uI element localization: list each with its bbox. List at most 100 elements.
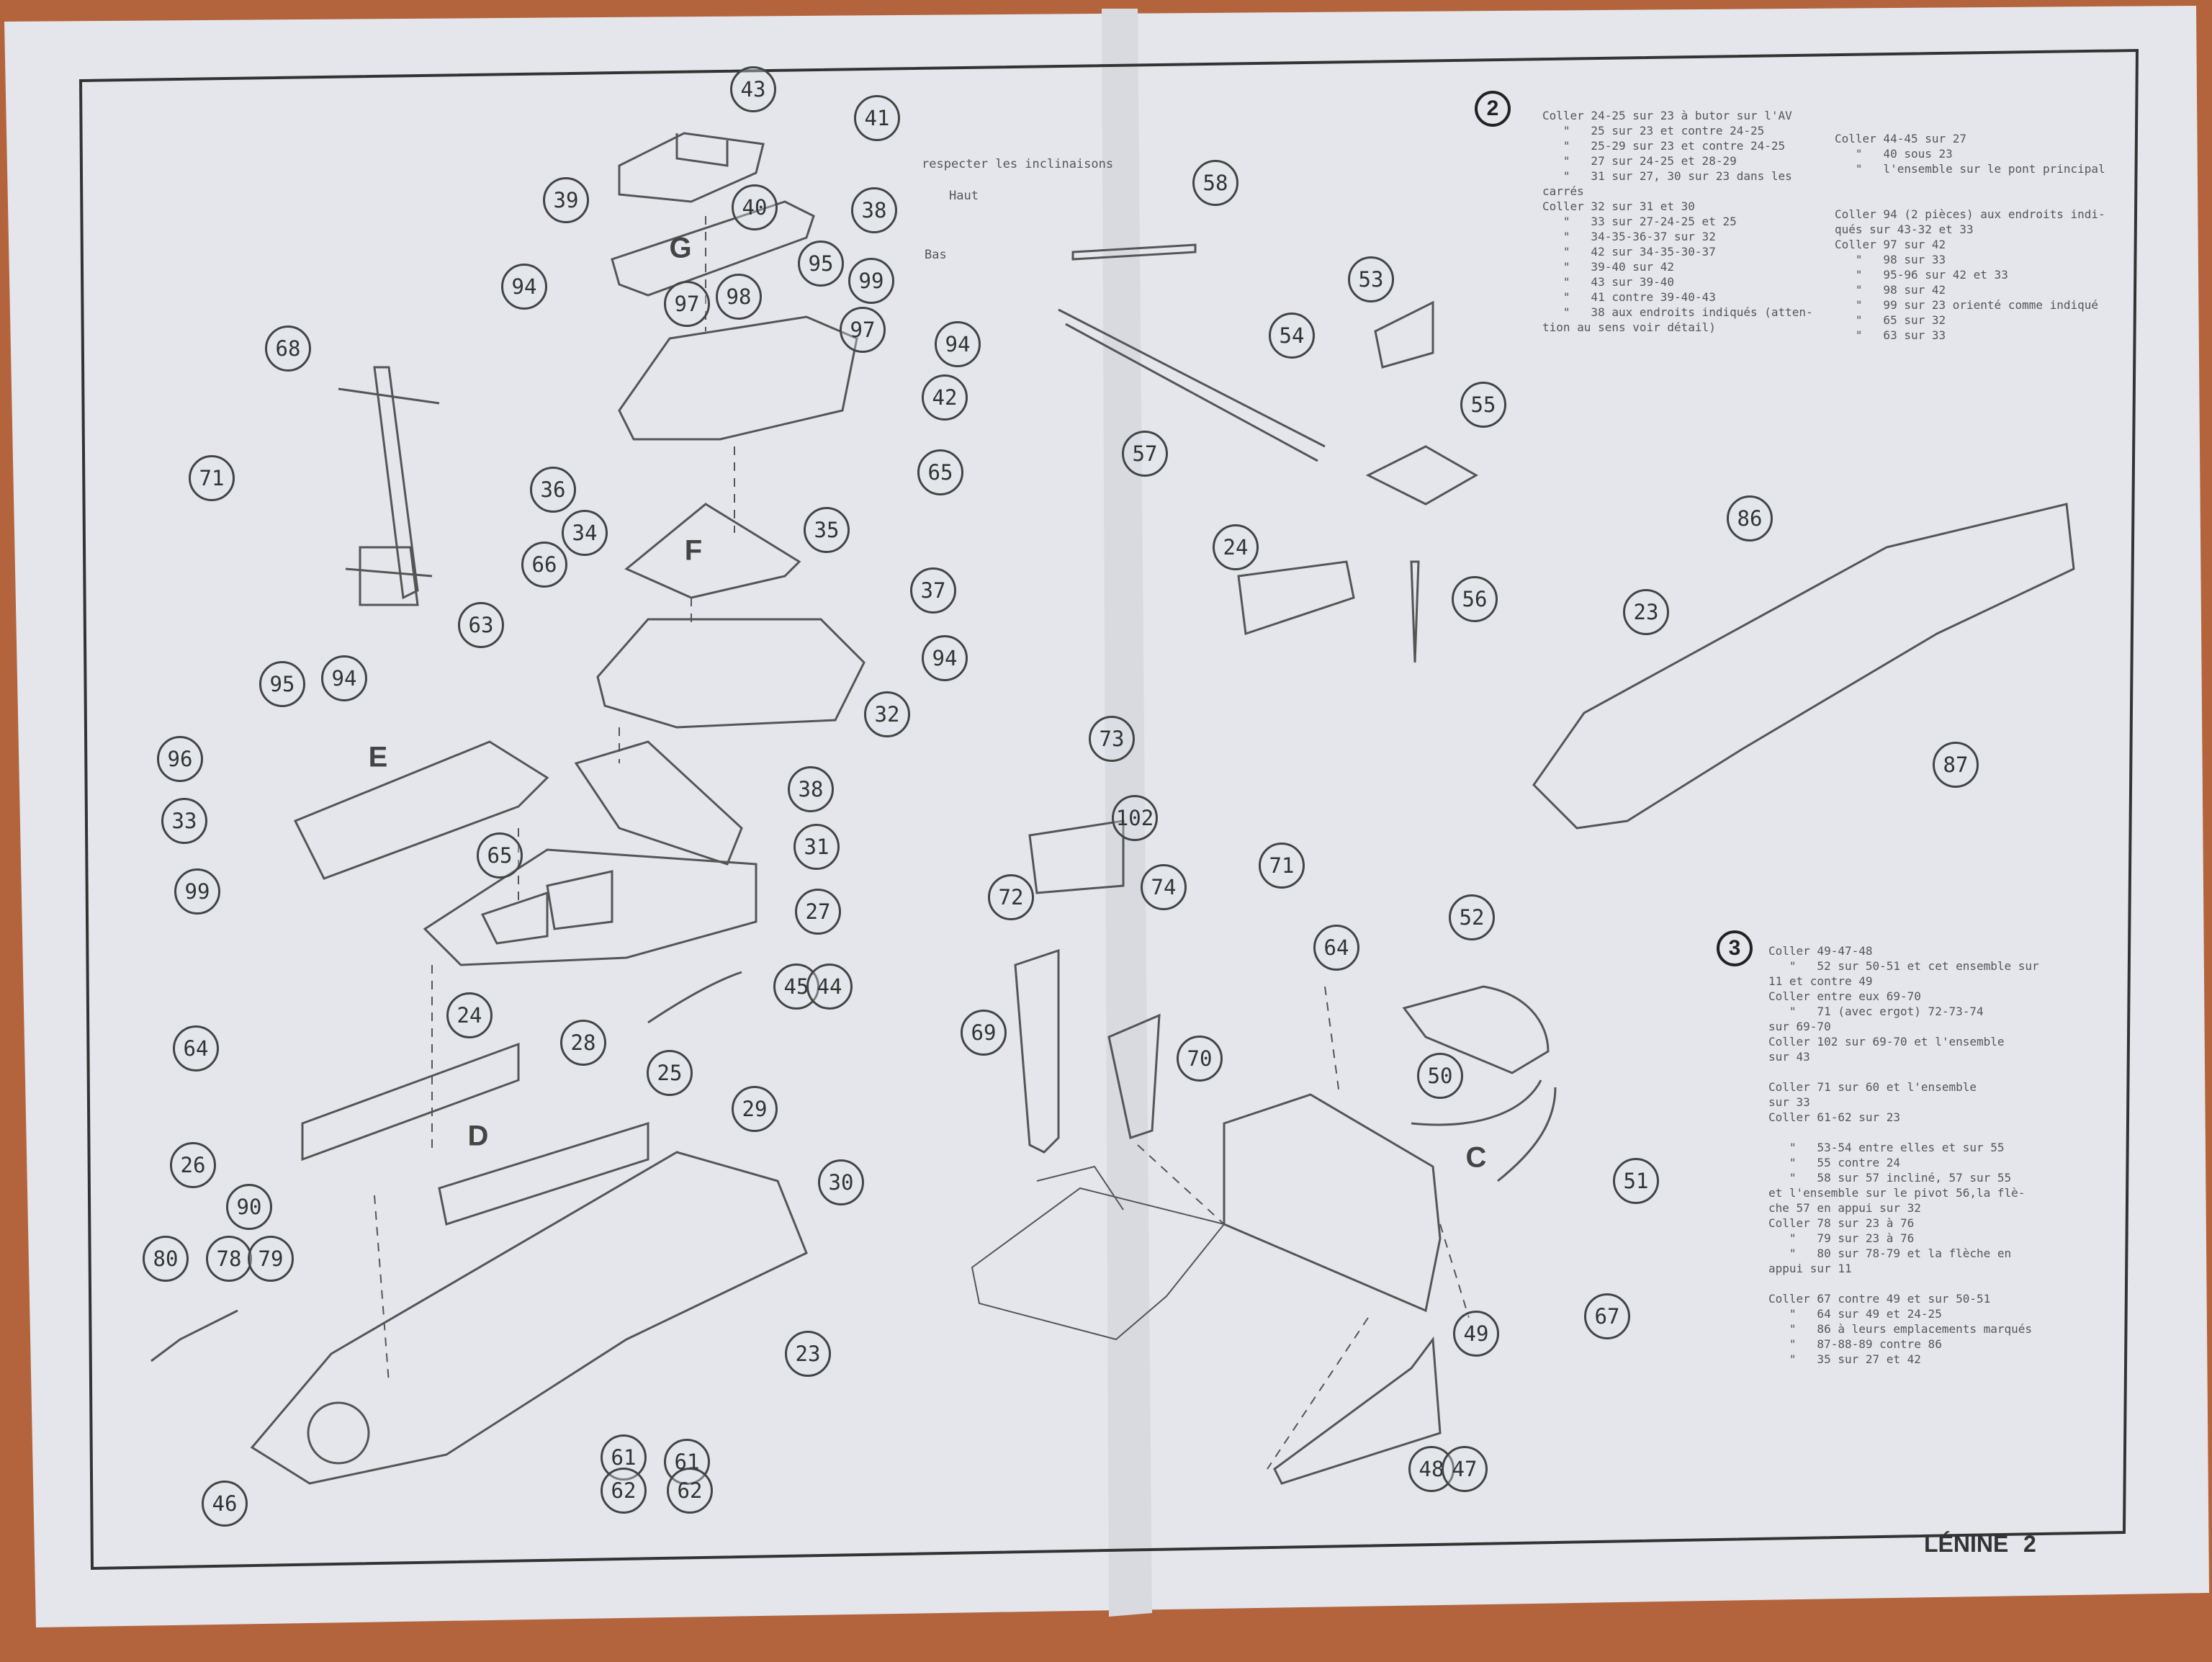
- part-number-65: 65: [917, 449, 963, 495]
- part-51-sketch: [1497, 1087, 1557, 1182]
- part-number-58: 58: [1192, 160, 1238, 206]
- part-number-46: 46: [202, 1481, 248, 1527]
- part-number-71: 71: [189, 455, 235, 501]
- part-number-73: 73: [1089, 716, 1135, 762]
- part-68-sketch: [338, 366, 440, 606]
- part-number-38: 38: [788, 766, 834, 812]
- superstructure-sketch: [971, 1165, 1226, 1341]
- frame-border: [78, 48, 2139, 1571]
- page-title: LÉNINE: [1924, 1531, 2009, 1557]
- part-F-sketch: [624, 503, 801, 599]
- part-number-44: 44: [806, 963, 853, 1010]
- subassembly-letter-F: F: [684, 534, 703, 567]
- subassembly-letter-D: D: [467, 1120, 489, 1152]
- step-2-instructions-right: Coller 44-45 sur 27 " 40 sous 23 " l'ens…: [1835, 132, 2105, 342]
- part-number-79: 79: [248, 1236, 294, 1282]
- part-56-sketch: [1410, 560, 1420, 663]
- subassembly-letter-E: E: [368, 741, 388, 773]
- part-number-53: 53: [1348, 256, 1394, 302]
- part-number-41: 41: [854, 95, 900, 141]
- part-number-49: 49: [1453, 1311, 1499, 1357]
- annotation-top: Haut: [949, 189, 979, 203]
- part-24-right-sketch: [1237, 560, 1355, 636]
- part-number-94: 94: [935, 321, 981, 367]
- part-number-52: 52: [1449, 894, 1495, 940]
- guide-lines-right: [1137, 986, 1470, 1470]
- part-number-99: 99: [174, 868, 220, 915]
- part-number-64: 64: [173, 1025, 219, 1072]
- part-number-47: 47: [1442, 1446, 1488, 1492]
- part-31-sketch: [574, 740, 743, 866]
- part-58-sketch: [1071, 243, 1197, 261]
- part-number-65: 65: [477, 832, 523, 879]
- part-number-62: 62: [667, 1468, 713, 1514]
- part-D-wall2-sketch: [438, 1121, 649, 1226]
- part-102-sketch: [1028, 819, 1125, 894]
- part-number-55: 55: [1460, 382, 1506, 428]
- part-42-sketch: [618, 315, 858, 441]
- subassembly-letter-G: G: [669, 232, 692, 264]
- part-48-sketch: [1273, 1336, 1442, 1485]
- part-number-27: 27: [795, 889, 841, 935]
- part-57-sketch: [1058, 308, 1326, 462]
- part-number-30: 30: [818, 1159, 864, 1205]
- part-number-95: 95: [259, 661, 305, 707]
- page-number: 2: [2023, 1531, 2036, 1557]
- part-number-31: 31: [793, 824, 840, 870]
- part-number-86: 86: [1727, 495, 1773, 542]
- part-number-37: 37: [910, 567, 956, 614]
- part-number-69: 69: [961, 1010, 1007, 1056]
- part-number-51: 51: [1613, 1158, 1659, 1204]
- part-number-67: 67: [1584, 1293, 1630, 1339]
- part-53-sketch: [1374, 300, 1434, 369]
- part-number-97: 97: [840, 307, 886, 353]
- part-number-33: 33: [161, 798, 207, 844]
- part-number-87: 87: [1933, 742, 1979, 788]
- part-G-sketch: [611, 200, 815, 297]
- part-43-sketch: [618, 132, 765, 203]
- part-number-72: 72: [988, 874, 1034, 920]
- part-number-34: 34: [562, 510, 608, 556]
- part-number-57: 57: [1122, 431, 1168, 477]
- part-number-25: 25: [647, 1050, 693, 1096]
- step-number-2: 2: [1475, 91, 1511, 127]
- part-80-sketch: [150, 1309, 238, 1362]
- part-number-94: 94: [321, 655, 367, 701]
- part-number-66: 66: [521, 542, 567, 588]
- subassembly-letter-C: C: [1465, 1141, 1487, 1174]
- part-number-97: 97: [664, 281, 710, 327]
- part-number-90: 90: [226, 1184, 272, 1230]
- part-number-39: 39: [543, 177, 589, 223]
- part-number-24: 24: [446, 992, 493, 1038]
- part-number-68: 68: [265, 325, 311, 372]
- part-number-78: 78: [206, 1236, 252, 1282]
- part-number-98: 98: [716, 274, 762, 320]
- part-number-102: 102: [1112, 795, 1158, 841]
- annotation-inclinations: respecter les inclinaisons: [922, 157, 1114, 171]
- part-number-54: 54: [1269, 313, 1315, 359]
- part-number-64: 64: [1313, 925, 1359, 971]
- part-number-24: 24: [1213, 524, 1259, 570]
- part-number-80: 80: [143, 1236, 189, 1282]
- step-3-instructions: Coller 49-47-48 " 52 sur 50-51 et cet en…: [1768, 944, 2039, 1366]
- part-number-36: 36: [530, 467, 576, 513]
- part-69-sketch: [1014, 948, 1060, 1154]
- part-number-28: 28: [560, 1020, 606, 1066]
- part-number-99: 99: [848, 258, 894, 304]
- part-number-40: 40: [732, 184, 778, 230]
- part-number-42: 42: [922, 374, 968, 421]
- part-number-35: 35: [804, 507, 850, 553]
- part-23-right-deck-sketch: [1532, 503, 2075, 830]
- part-number-62: 62: [601, 1468, 647, 1514]
- part-number-96: 96: [157, 736, 203, 782]
- deck-turntable-sketch: [307, 1401, 370, 1465]
- part-27-sketch: [423, 848, 757, 966]
- part-number-23: 23: [1623, 589, 1669, 635]
- part-32-sketch: [596, 618, 866, 729]
- part-number-95: 95: [798, 241, 844, 287]
- step-2-instructions: Coller 24-25 sur 23 à butor sur l'AV " 2…: [1542, 109, 1813, 334]
- part-number-32: 32: [864, 691, 910, 737]
- part-number-43: 43: [730, 66, 776, 112]
